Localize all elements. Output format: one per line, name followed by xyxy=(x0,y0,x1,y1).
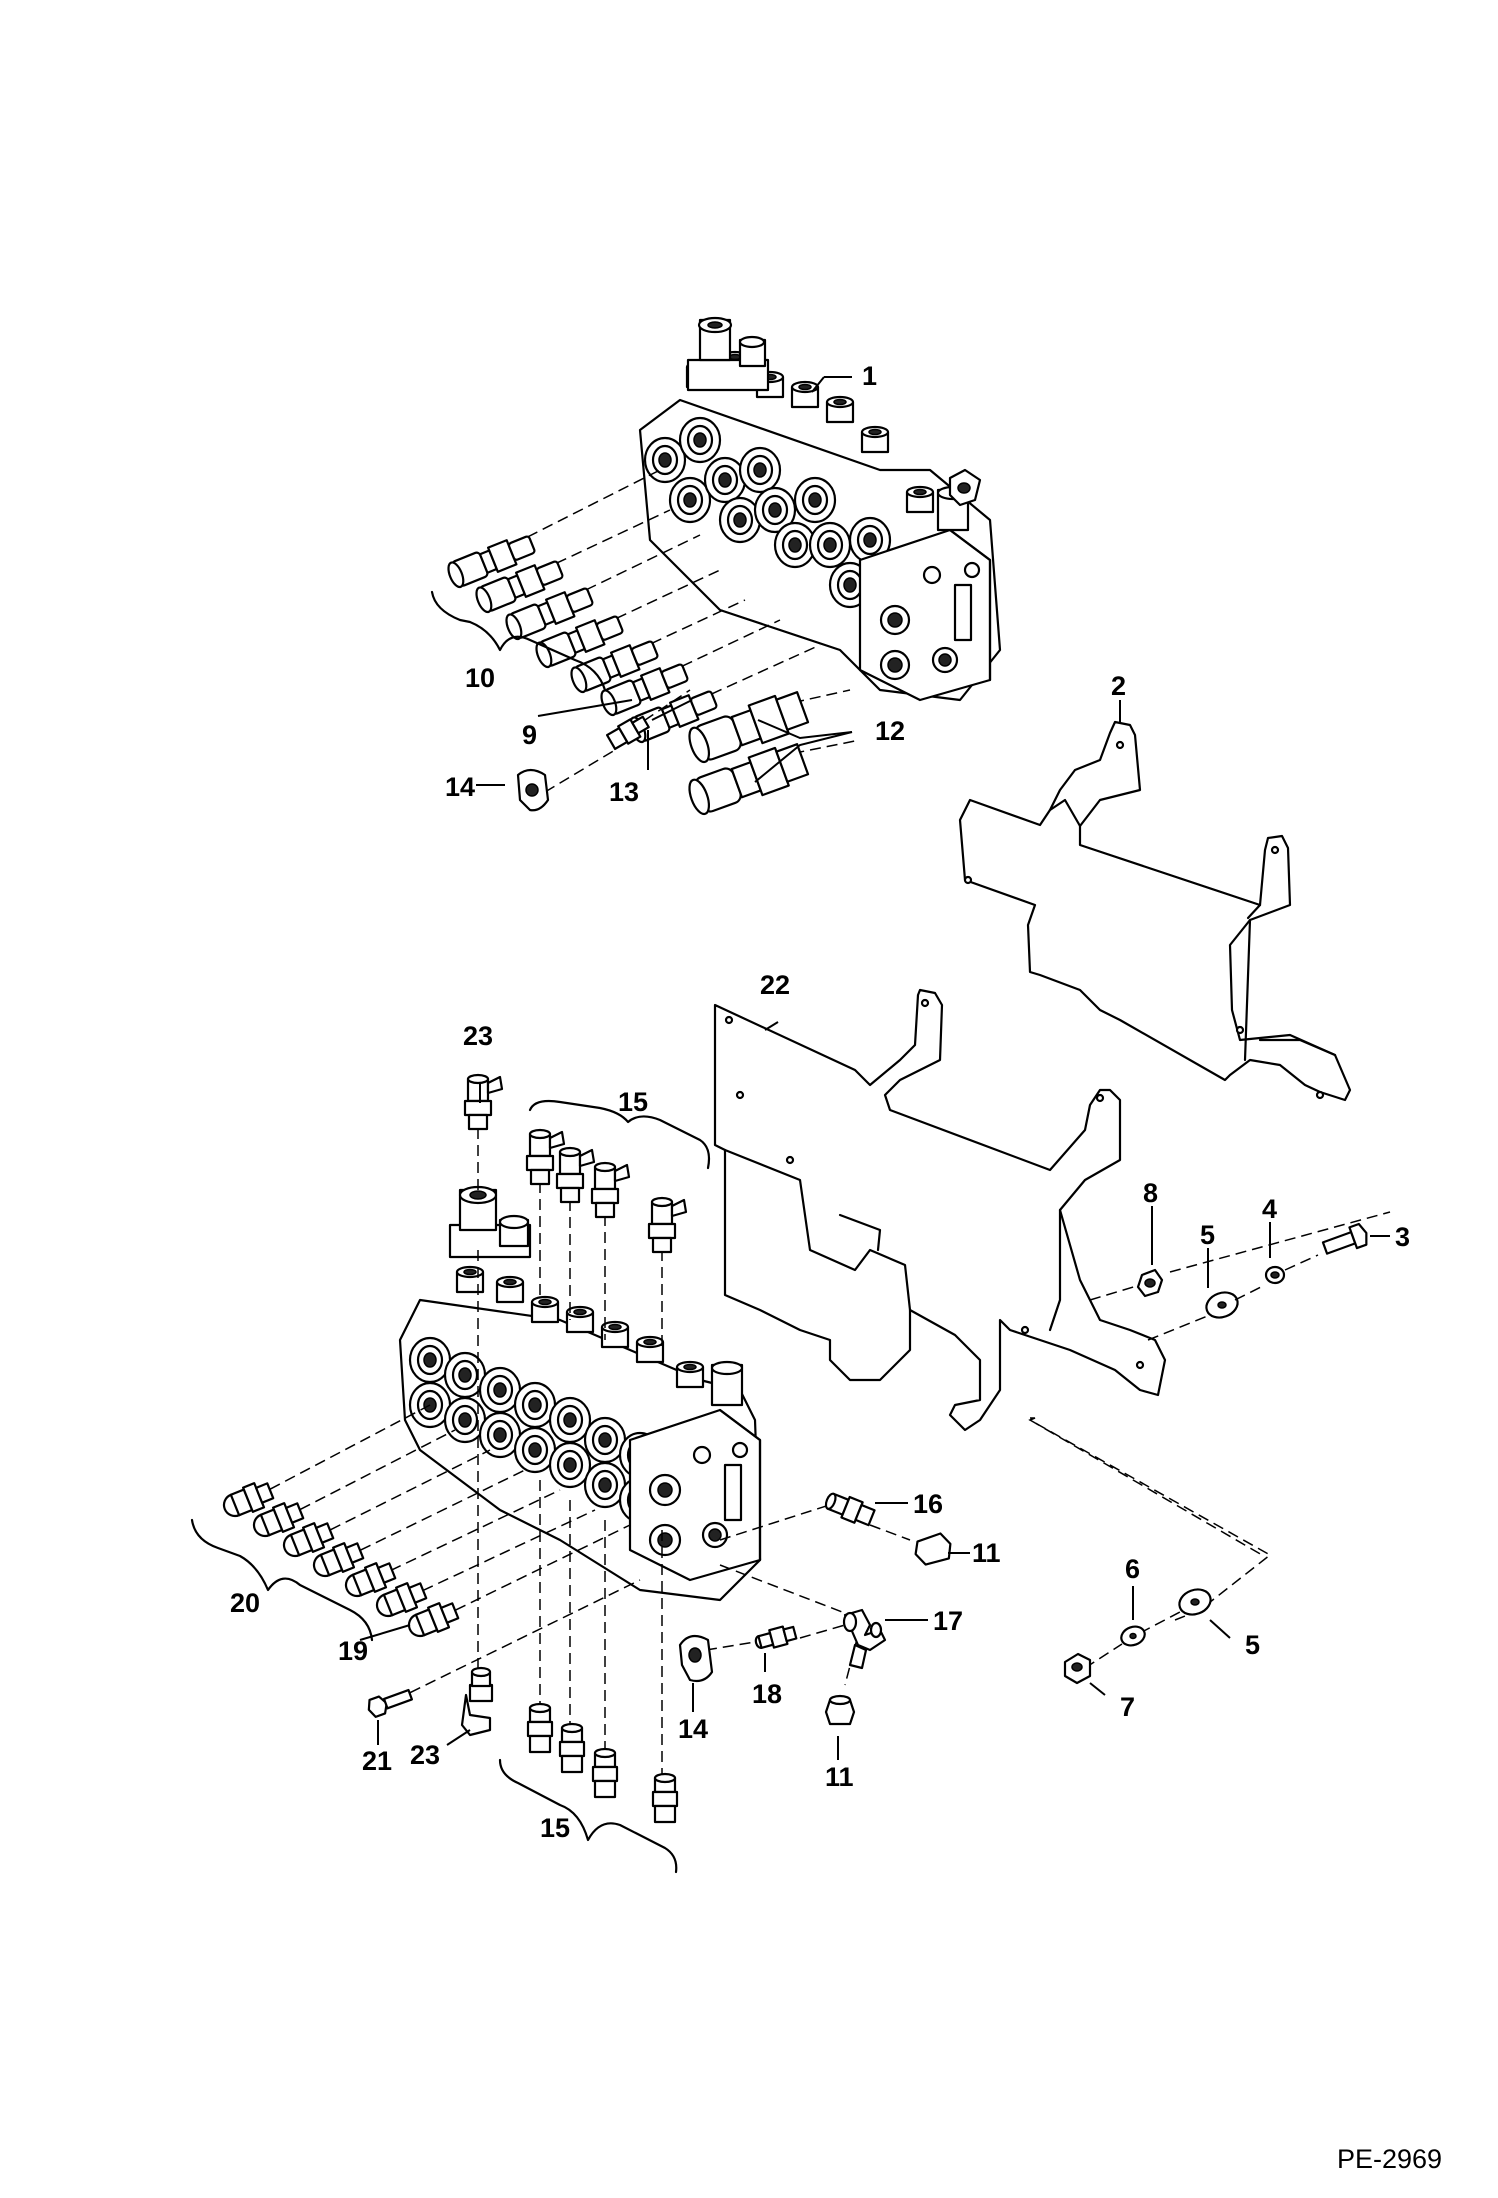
item-5-washer-lower xyxy=(1178,1588,1212,1616)
bracket-to-hardware-dashed-line xyxy=(1029,1419,1263,1556)
item-16-fitting xyxy=(824,1492,876,1527)
callout-11-lower: 11 xyxy=(825,1762,854,1792)
callout-bracket-10 xyxy=(430,590,607,692)
item-15-fittings-bottom xyxy=(526,1702,679,1824)
bracket-item-2 xyxy=(958,720,1352,1102)
callout-bracket-15-bottom xyxy=(498,1758,678,1874)
item-15-elbows-top xyxy=(525,1128,688,1350)
washer-to-lockwasher-dashed-line xyxy=(1234,1284,1266,1301)
lower-hardware-dashed-line xyxy=(1028,1417,1272,1621)
lower-control-valve xyxy=(398,1185,762,1602)
callout-10: 10 xyxy=(465,663,495,693)
callout-23-top: 23 xyxy=(463,1021,493,1051)
bracket-item-22 xyxy=(713,988,1167,1432)
callout-15-top: 15 xyxy=(618,1087,648,1117)
callout-13: 13 xyxy=(609,777,639,807)
callout-9: 9 xyxy=(522,720,537,750)
callout-1: 1 xyxy=(862,361,877,391)
callout-labels: 1 2 3 4 5 5 6 7 8 9 10 11 11 12 13 14 14… xyxy=(230,361,1410,1843)
item-21-bolt xyxy=(367,1688,414,1718)
lockwasher-to-bolt-dashed-line xyxy=(1284,1254,1319,1271)
upper-hardware-dashed-line xyxy=(1169,1211,1391,1273)
callout-15-bottom: 15 xyxy=(540,1813,570,1843)
callout-17: 17 xyxy=(933,1606,963,1636)
upper-control-valve xyxy=(638,316,1002,702)
item-6-washer xyxy=(1120,1625,1146,1647)
lower-dashed-leaders xyxy=(394,1250,851,1780)
item-3-bolt xyxy=(1321,1222,1368,1255)
callout-6: 6 xyxy=(1125,1554,1140,1584)
callout-7: 7 xyxy=(1120,1692,1135,1722)
nut-7-dashed-line xyxy=(1084,1643,1123,1669)
callout-2: 2 xyxy=(1111,671,1126,701)
callout-16: 16 xyxy=(913,1489,943,1519)
callout-14-lower: 14 xyxy=(678,1714,708,1744)
lower-port-fittings xyxy=(218,1404,631,1643)
item-4-lockwasher xyxy=(1264,1265,1286,1285)
callout-23-bottom: 23 xyxy=(410,1740,440,1770)
callout-21: 21 xyxy=(362,1746,392,1776)
callout-4: 4 xyxy=(1262,1194,1277,1224)
washer-dashed-line xyxy=(1147,1314,1211,1341)
item-18-fitting xyxy=(754,1624,846,1649)
callout-14-upper: 14 xyxy=(445,772,475,802)
callout-20: 20 xyxy=(230,1588,260,1618)
item-11-nut-upper xyxy=(869,1524,952,1566)
washer-6-dashed-line xyxy=(1139,1611,1181,1634)
item-14-cap-lower xyxy=(678,1634,756,1683)
callout-5-lower: 5 xyxy=(1245,1630,1260,1660)
item-14-cap-upper xyxy=(516,749,616,812)
callout-11-upper: 11 xyxy=(972,1538,1001,1568)
callout-bracket-15-top xyxy=(528,1099,711,1170)
item-5-washer-upper xyxy=(1205,1291,1239,1319)
upper-port-fittings xyxy=(444,469,821,746)
callout-22: 22 xyxy=(760,970,790,1000)
callout-5-upper: 5 xyxy=(1200,1220,1215,1250)
item-23-elbow-top xyxy=(463,1073,504,1190)
item-23-elbow-bottom xyxy=(460,1666,494,1737)
callout-19: 19 xyxy=(338,1636,368,1666)
callout-leaders xyxy=(359,376,1390,1760)
callout-3: 3 xyxy=(1395,1222,1410,1252)
item-13-fitting xyxy=(605,689,691,751)
item-8-nut xyxy=(1089,1268,1164,1301)
callout-8: 8 xyxy=(1143,1178,1158,1208)
callout-18: 18 xyxy=(752,1679,782,1709)
callout-bracket-20 xyxy=(190,1518,374,1642)
item-17-tee xyxy=(842,1608,887,1670)
item-7-nut xyxy=(1063,1652,1092,1685)
callout-12: 12 xyxy=(875,716,905,746)
drawing-code: PE-2969 xyxy=(1337,2144,1442,2174)
